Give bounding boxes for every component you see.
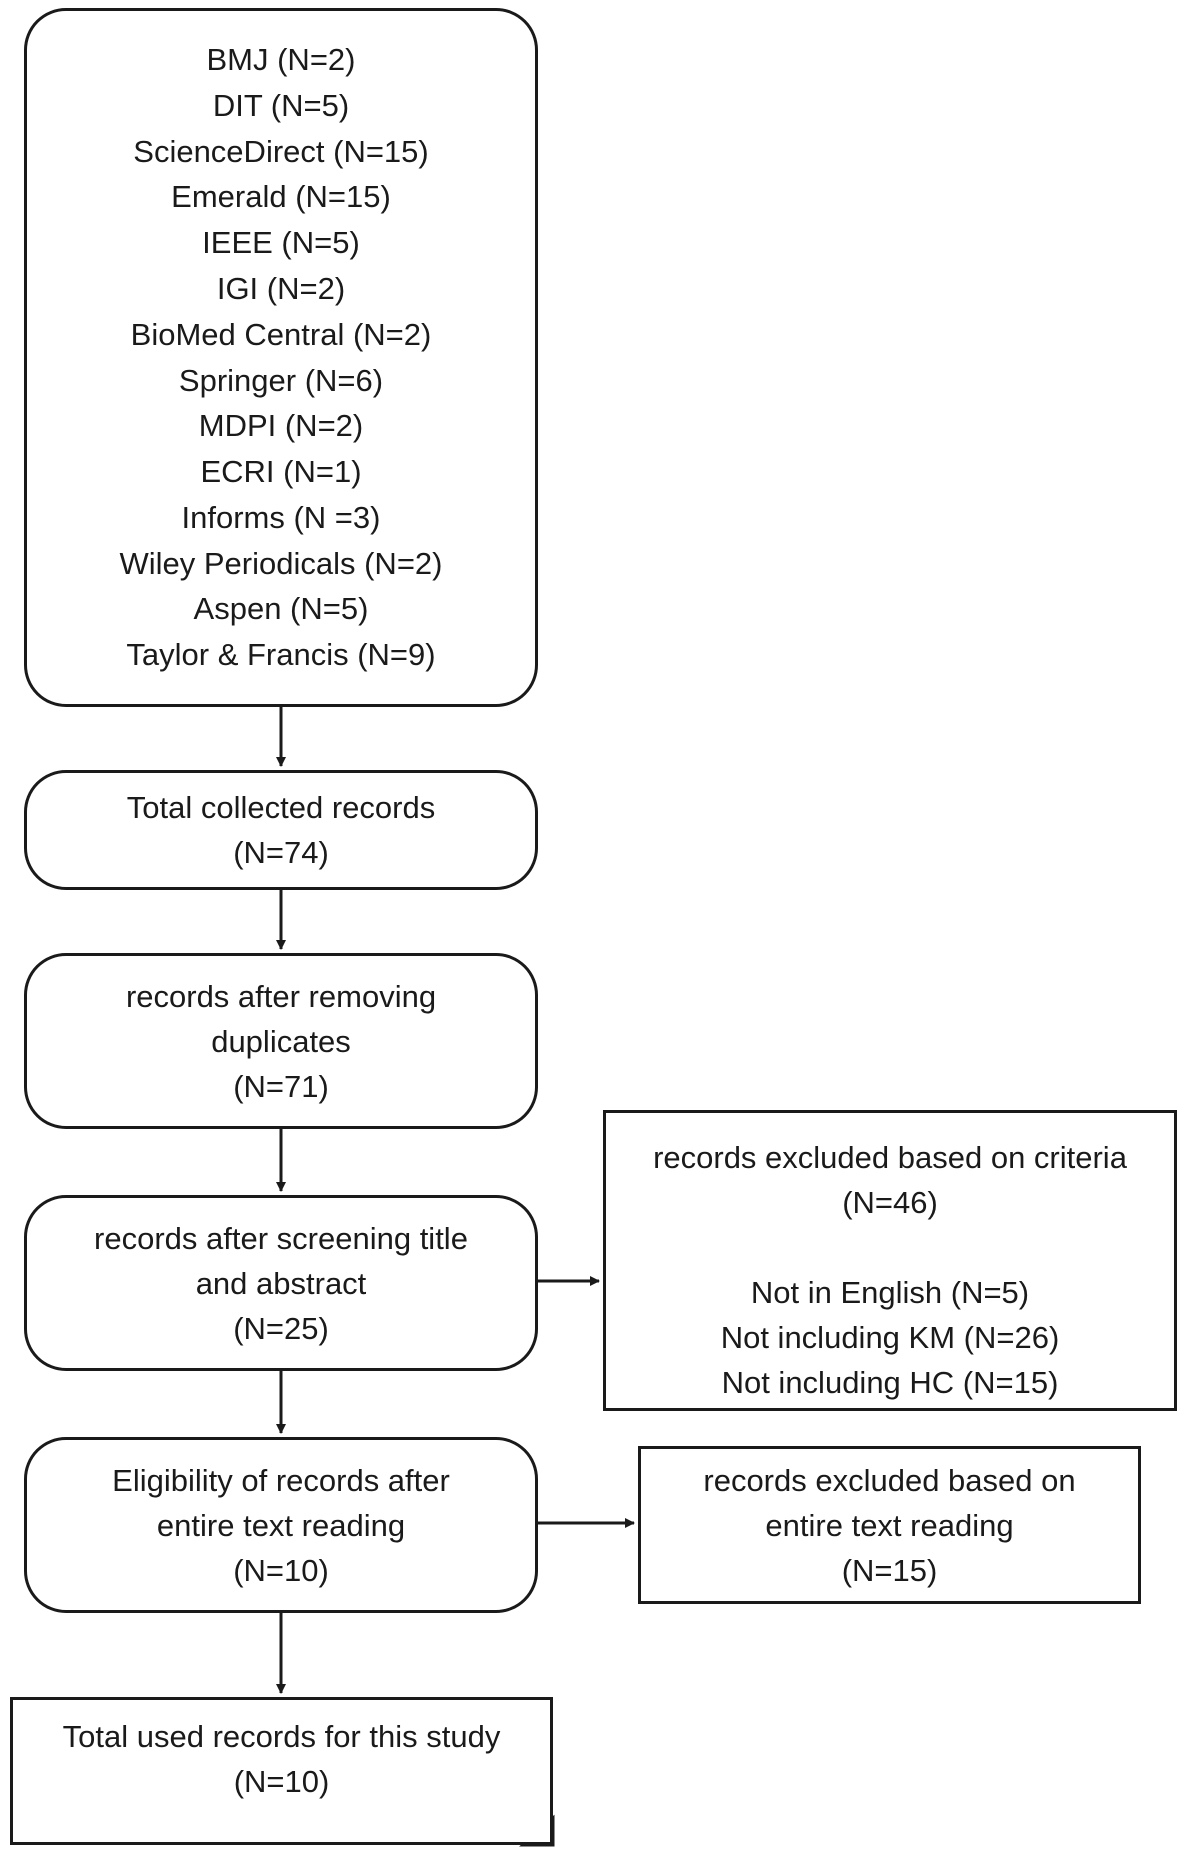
source-item-taylor-francis: Taylor & Francis (N=9) [126,637,436,673]
source-item-biomed-central: BioMed Central (N=2) [130,316,432,352]
source-item-bmj: BMJ (N=2) [206,41,356,77]
total-collected-label: Total collected records [126,790,436,825]
eligibility-count: (N=10) [233,1552,329,1588]
source-item-igi: IGI (N=2) [216,270,346,306]
excluded-criteria-box: records excluded based on criteria (N=46… [603,1110,1177,1411]
after-screening-count: (N=25) [233,1310,329,1346]
source-item-emerald: Emerald (N=15) [171,179,391,215]
after-duplicates-line1: records after removing [125,978,437,1014]
eligibility-box: Eligibility of records after entire text… [24,1437,538,1613]
source-item-mdpi: MDPI (N=2) [198,408,364,444]
total-collected-box: Total collected records (N=74) [24,770,538,890]
after-screening-line1: records after screening title [94,1220,468,1256]
total-collected-count: (N=74) [233,835,329,870]
final-used-count: (N=10) [233,1764,330,1799]
after-duplicates-box: records after removing duplicates (N=71) [24,953,538,1129]
excluded-fulltext-box: records excluded based on entire text re… [638,1446,1141,1604]
after-screening-line2: and abstract [195,1265,367,1301]
final-used-records-box: Total used records for this study (N=10) [10,1697,553,1845]
eligibility-line2: entire text reading [156,1507,406,1543]
excluded-reason-km: Not including KM (N=26) [720,1320,1060,1355]
source-item-springer: Springer (N=6) [178,362,384,398]
source-item-informs: Informs (N =3) [181,499,381,535]
source-item-sciencedirect: ScienceDirect (N=15) [133,133,429,169]
source-item-aspen: Aspen (N=5) [193,591,369,627]
source-item-wiley: Wiley Periodicals (N=2) [119,545,443,581]
after-duplicates-line2: duplicates [211,1023,351,1059]
excluded-reason-hc: Not including HC (N=15) [721,1365,1059,1400]
database-sources-box: BMJ (N=2) DIT (N=5) ScienceDirect (N=15)… [24,8,538,707]
excluded-reason-english: Not in English (N=5) [750,1275,1030,1310]
source-item-dit: DIT (N=5) [212,87,350,123]
excluded-fulltext-line1: records excluded based on [703,1462,1076,1498]
source-item-ecri: ECRI (N=1) [200,454,362,490]
after-screening-box: records after screening title and abstra… [24,1195,538,1371]
excluded-criteria-count: (N=46) [842,1185,938,1220]
eligibility-line1: Eligibility of records after [112,1462,450,1498]
excluded-fulltext-count: (N=15) [841,1552,938,1588]
final-used-label: Total used records for this study [62,1719,501,1754]
excluded-criteria-label: records excluded based on criteria [653,1140,1127,1175]
after-duplicates-count: (N=71) [233,1068,329,1104]
excluded-fulltext-line2: entire text reading [765,1507,1014,1543]
source-item-ieee: IEEE (N=5) [202,225,360,261]
